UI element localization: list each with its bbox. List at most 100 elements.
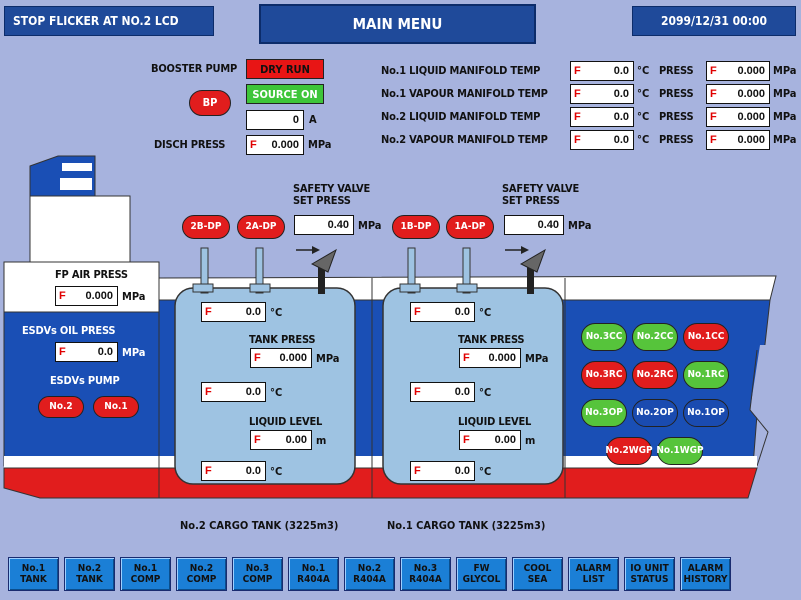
disch-press-unit: MPa — [308, 138, 332, 151]
manifold-row-label: No.2 VAPOUR MANIFOLD TEMP — [381, 133, 548, 146]
tank2-level-unit: m — [316, 434, 327, 447]
manifold-row-label: No.1 LIQUID MANIFOLD TEMP — [381, 64, 541, 77]
booster-current-unit: A — [309, 113, 317, 126]
esdv-pump-no1-button[interactable]: No.1 — [93, 396, 139, 418]
tank1-level-unit: m — [525, 434, 536, 447]
manifold-temp-unit: °C — [637, 64, 650, 77]
manifold-press-unit: MPa — [773, 133, 797, 146]
tank2-temp-top-unit: °C — [270, 306, 283, 319]
manifold-temp-unit: °C — [637, 110, 650, 123]
tank1-level-label: LIQUID LEVEL — [458, 415, 532, 428]
datetime-display: 2099/12/31 00:00 — [632, 6, 796, 36]
manifold-row-label: No.2 LIQUID MANIFOLD TEMP — [381, 110, 541, 123]
manifold-temp-unit: °C — [637, 87, 650, 100]
tank2-press-unit: MPa — [316, 352, 340, 365]
esdv-pump-no2-button[interactable]: No.2 — [38, 396, 84, 418]
manifold-press-label: PRESS — [659, 110, 694, 123]
tank1-temp-mid-unit: °C — [479, 386, 492, 399]
esdv-pump-label: ESDVs PUMP — [50, 374, 120, 387]
manifold-press-label: PRESS — [659, 64, 694, 77]
tank2-level-label: LIQUID LEVEL — [249, 415, 323, 428]
tank1-1a-dp-button[interactable]: 1A-DP — [446, 215, 494, 239]
tank1-press-label: TANK PRESS — [458, 333, 525, 346]
tank2-safety-valve-unit: MPa — [358, 219, 382, 232]
booster-pump-label: BOOSTER PUMP — [151, 62, 238, 75]
tank1-safety-valve-unit: MPa — [568, 219, 592, 232]
manifold-press-label: PRESS — [659, 133, 694, 146]
tank1-temp-top-unit: °C — [479, 306, 492, 319]
esdv-oil-press-label: ESDVs OIL PRESS — [22, 324, 116, 337]
tank1-name: No.1 CARGO TANK (3225m3) — [387, 519, 546, 532]
tank1-press-unit: MPa — [525, 352, 549, 365]
alarm-message-banner[interactable]: STOP FLICKER AT NO.2 LCD — [4, 6, 214, 36]
source-on-status: SOURCE ON — [246, 84, 324, 104]
tank2-safety-valve-value: 0.40 — [294, 215, 354, 235]
disch-press-label: DISCH PRESS — [154, 138, 226, 151]
tank2-press-label: TANK PRESS — [249, 333, 316, 346]
dry-run-status: DRY RUN — [246, 59, 324, 79]
tank2-temp-bot-unit: °C — [270, 465, 283, 478]
tank1-safety-valve-value: 0.40 — [504, 215, 564, 235]
page-title: MAIN MENU — [259, 4, 536, 44]
fp-air-press-unit: MPa — [122, 290, 146, 303]
tank2-2a-dp-button[interactable]: 2A-DP — [237, 215, 285, 239]
booster-current-value: 0 — [246, 110, 304, 130]
tank1-temp-bot-unit: °C — [479, 465, 492, 478]
tank1-1b-dp-button[interactable]: 1B-DP — [392, 215, 440, 239]
manifold-row-label: No.1 VAPOUR MANIFOLD TEMP — [381, 87, 548, 100]
tank2-2b-dp-button[interactable]: 2B-DP — [182, 215, 230, 239]
esdv-oil-press-unit: MPa — [122, 346, 146, 359]
booster-pump-button[interactable]: BP — [189, 90, 231, 116]
fp-air-press-label: FP AIR PRESS — [55, 268, 128, 281]
manifold-press-unit: MPa — [773, 110, 797, 123]
manifold-temp-unit: °C — [637, 133, 650, 146]
tank2-temp-mid-unit: °C — [270, 386, 283, 399]
manifold-press-unit: MPa — [773, 87, 797, 100]
manifold-press-unit: MPa — [773, 64, 797, 77]
